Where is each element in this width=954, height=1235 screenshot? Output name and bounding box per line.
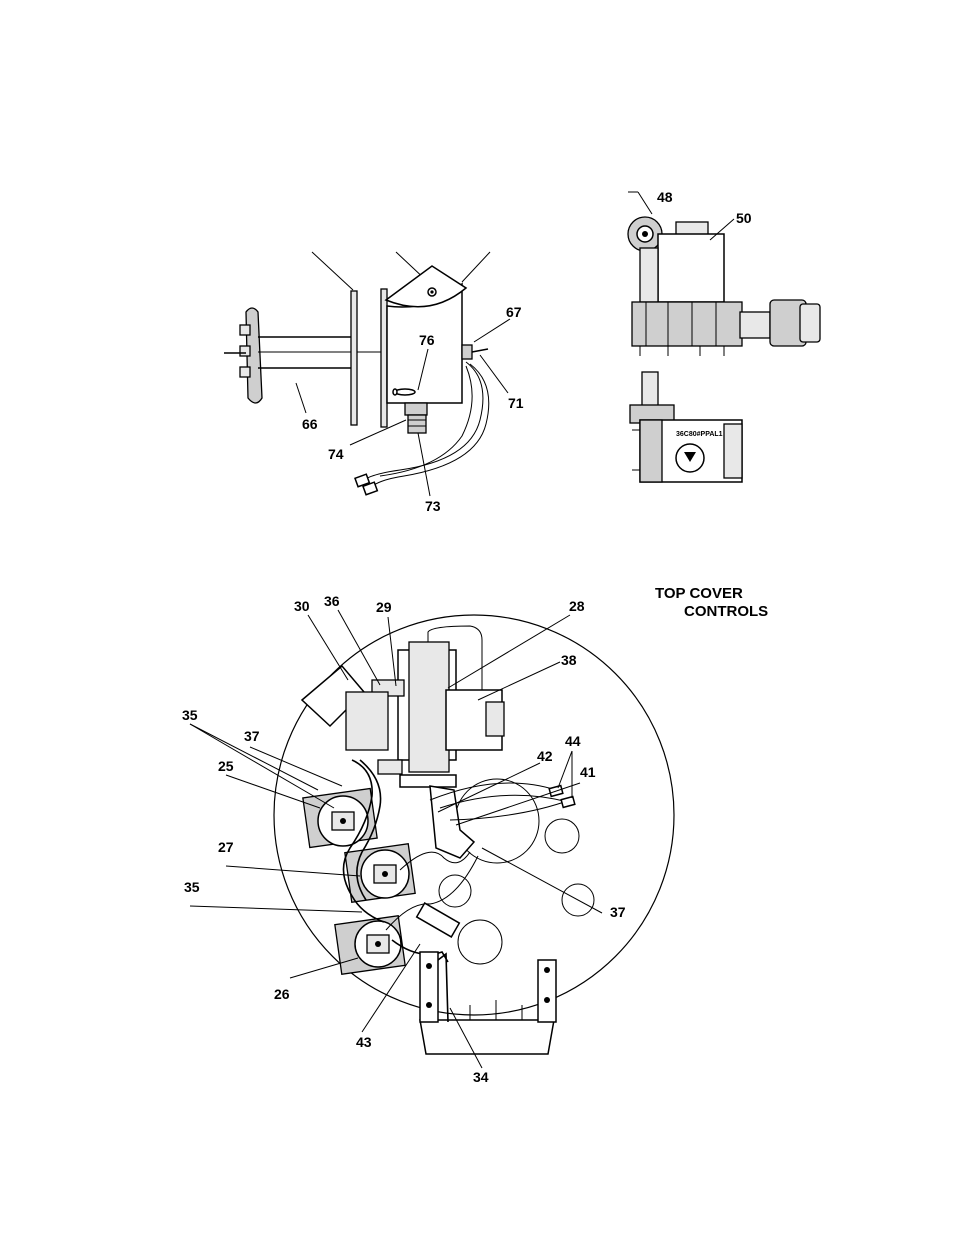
callout-35-bottom: 35 — [184, 879, 200, 895]
title-line2: CONTROLS — [684, 603, 768, 620]
callout-42: 42 — [537, 748, 553, 764]
top-cover-callouts: TOP COVER CONTROLS 30 36 29 28 38 35 37 … — [182, 585, 768, 1085]
top-cover-drawing — [190, 610, 674, 1068]
callout-76: 76 — [419, 332, 435, 348]
callout-66: 66 — [302, 416, 318, 432]
burner-assembly-drawing — [224, 252, 510, 496]
callout-35-top: 35 — [182, 707, 198, 723]
callout-71: 71 — [508, 395, 524, 411]
callout-36: 36 — [324, 593, 340, 609]
callout-26: 26 — [274, 986, 290, 1002]
callout-43: 43 — [356, 1034, 372, 1050]
callout-25: 25 — [218, 758, 234, 774]
callout-34: 34 — [473, 1069, 489, 1085]
callout-50: 50 — [736, 210, 752, 226]
gas-valve-drawing — [628, 192, 820, 482]
callout-30: 30 — [294, 598, 310, 614]
callout-44: 44 — [565, 733, 581, 749]
callout-29: 29 — [376, 599, 392, 615]
callout-27: 27 — [218, 839, 234, 855]
callout-48: 48 — [657, 189, 673, 205]
callout-67: 67 — [506, 304, 522, 320]
callout-73: 73 — [425, 498, 441, 514]
valve-marking: 36C80#PPAL1 — [676, 431, 723, 438]
callout-37-left: 37 — [244, 728, 260, 744]
callout-41: 41 — [580, 764, 596, 780]
callout-37-right: 37 — [610, 904, 626, 920]
title-line1: TOP COVER — [655, 585, 743, 602]
callout-74: 74 — [328, 446, 344, 462]
callout-28: 28 — [569, 598, 585, 614]
callout-38: 38 — [561, 652, 577, 668]
